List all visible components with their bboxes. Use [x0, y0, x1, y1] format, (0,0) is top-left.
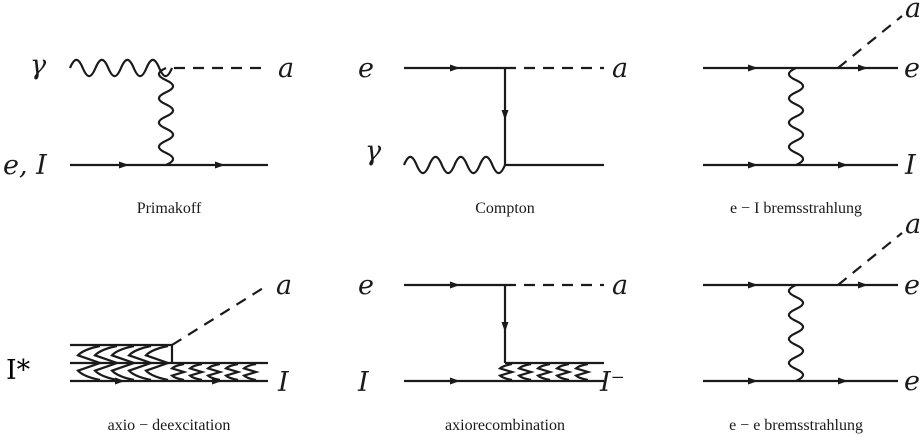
- e-e-bremsstrahlung-diagram: a e e e − e bremsstrahlung: [703, 209, 921, 434]
- arrow-right: [450, 281, 460, 289]
- label-axion: a: [612, 270, 628, 301]
- label-axion: a: [612, 53, 628, 84]
- label-electron-bottom: e: [904, 366, 920, 397]
- arrow-right: [858, 64, 868, 72]
- incoming-photon-wavy-line: [402, 155, 507, 175]
- label-ion: I: [357, 367, 370, 398]
- arrow-right: [858, 281, 868, 289]
- binding-spring: [187, 362, 206, 382]
- binding-spring: [76, 344, 104, 382]
- binding-spring: [223, 362, 242, 382]
- virtual-photon-propagator: [787, 67, 805, 166]
- axion-dashed-line: [837, 232, 903, 286]
- binding-photon-springs: [497, 362, 592, 382]
- arrow-right: [748, 377, 758, 385]
- caption-e-e-bremsstrahlung: e − e bremsstrahlung: [729, 417, 863, 434]
- label-axion: a: [905, 0, 921, 24]
- arrow-right: [838, 161, 848, 169]
- label-axion: a: [278, 53, 294, 84]
- label-excited-ion: I*: [6, 355, 31, 386]
- label-electron-ion: e, I: [3, 150, 48, 181]
- arrow-right: [748, 64, 758, 72]
- label-negative-ion: I⁻: [599, 367, 625, 398]
- binding-spring: [205, 362, 224, 382]
- axio-deexcitation-diagram: a I* I axio − deexcitation: [6, 270, 292, 434]
- binding-spring: [497, 362, 516, 382]
- incoming-photon-wavy-line: [68, 58, 174, 78]
- label-axion: a: [276, 270, 292, 301]
- label-electron-top: e: [904, 270, 920, 301]
- binding-spring: [144, 344, 172, 382]
- binding-spring: [573, 362, 592, 382]
- caption-e-i-bremsstrahlung: e − I bremsstrahlung: [730, 200, 862, 217]
- caption-primakoff: Primakoff: [137, 200, 202, 217]
- binding-spring: [241, 362, 260, 382]
- arrow-right: [748, 161, 758, 169]
- binding-spring: [554, 362, 573, 382]
- label-ion: I: [277, 367, 290, 398]
- binding-spring: [169, 362, 188, 382]
- arrow-down: [501, 110, 509, 120]
- label-axion: a: [905, 209, 921, 240]
- arrow-right: [450, 377, 460, 385]
- e-ion-bremsstrahlung-diagram: a e I e − I bremsstrahlung: [703, 0, 921, 217]
- label-gamma: γ: [365, 136, 382, 167]
- label-ion: I: [904, 150, 917, 181]
- binding-spring: [535, 362, 554, 382]
- binding-spring: [110, 344, 138, 382]
- arrow-right: [748, 281, 758, 289]
- arrow-right: [215, 161, 225, 169]
- binding-spring: [127, 344, 155, 382]
- arrow-right: [119, 161, 129, 169]
- label-electron: e: [358, 270, 374, 301]
- caption-axio-deexcitation: axio − deexcitation: [108, 417, 231, 434]
- label-electron: e: [904, 53, 920, 84]
- binding-spring: [93, 344, 121, 382]
- virtual-photon-propagator: [787, 283, 805, 383]
- axion-dashed-line: [837, 15, 903, 69]
- binding-spring: [516, 362, 535, 382]
- caption-compton: Compton: [475, 200, 535, 217]
- arrow-right: [450, 64, 460, 72]
- axiorecombination-diagram: e a I I⁻ axiorecombination: [357, 270, 628, 434]
- axion-dashed-line: [171, 284, 269, 346]
- label-gamma: γ: [30, 50, 47, 81]
- virtual-photon-propagator: [157, 67, 175, 166]
- label-electron: e: [358, 53, 374, 84]
- binding-photon-springs-small: [169, 362, 260, 382]
- primakoff-diagram: γ a e, I Primakoff: [3, 50, 294, 217]
- arrow-right: [838, 377, 848, 385]
- binding-photon-springs-large: [76, 344, 172, 382]
- arrow-right: [115, 377, 125, 385]
- caption-axiorecombination: axiorecombination: [445, 417, 565, 434]
- compton-diagram: e a γ Compton: [358, 53, 628, 217]
- arrow-down: [501, 322, 509, 332]
